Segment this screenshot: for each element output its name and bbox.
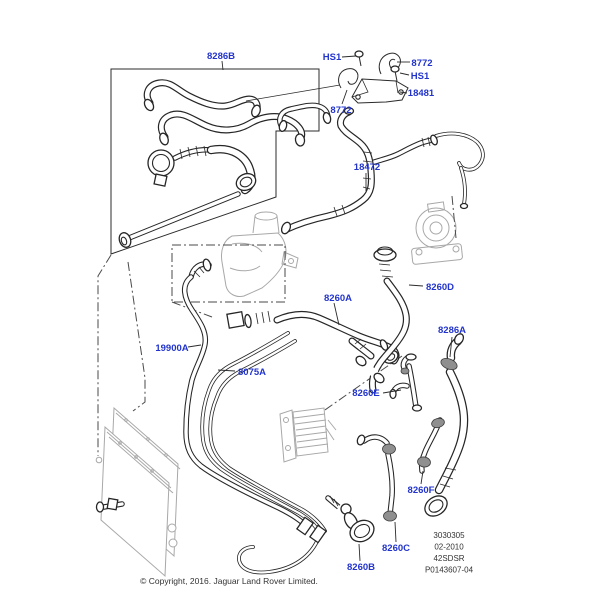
- copyright-text: © Copyright, 2016. Jaguar Land Rover Lim…: [140, 576, 318, 586]
- callout-8260b[interactable]: 8260B: [347, 562, 375, 573]
- callout-hs1-left[interactable]: HS1: [323, 52, 342, 63]
- callout-18481[interactable]: 18481: [408, 88, 435, 99]
- callout-8260e[interactable]: 8260E: [352, 388, 379, 399]
- callout-8260a[interactable]: 8260A: [324, 293, 352, 304]
- callouts: 8286B HS1 8772 HS1 18481 8772 18472 8260…: [155, 51, 466, 573]
- callout-8772-top[interactable]: 8772: [411, 58, 432, 69]
- callout-8286a[interactable]: 8286A: [438, 325, 466, 336]
- callout-hs1-right[interactable]: HS1: [411, 71, 430, 82]
- spring-clip-8772-top: [378, 52, 401, 75]
- callout-8260d[interactable]: 8260D: [426, 282, 454, 293]
- bracket-18481: [351, 78, 409, 104]
- locator-line-left2: [127, 261, 146, 412]
- coolant-manifold-ghost: [221, 211, 299, 297]
- hose-8260f: [417, 417, 445, 471]
- bolt-hs1-left: [354, 50, 364, 67]
- hose-8260a: [226, 311, 400, 366]
- hose-8260d: [372, 246, 406, 390]
- tpiece-8260e: [389, 353, 423, 412]
- bolt-hs1-right: [390, 65, 400, 82]
- upper-radiator-hoses-8286b: [143, 83, 306, 147]
- locator-line-throttle: [451, 195, 457, 239]
- hose-junction: [352, 339, 385, 384]
- pipe-end-stub: [95, 497, 123, 513]
- callout-19900a[interactable]: 19900A: [155, 343, 188, 354]
- callout-8286b[interactable]: 8286B: [207, 51, 235, 62]
- oil-cooler-ghost: [279, 407, 337, 463]
- hose-19900a: [185, 258, 307, 527]
- callout-18472[interactable]: 18472: [354, 162, 380, 173]
- ref-line-2: 02-2010: [434, 543, 464, 552]
- locator-box: [171, 244, 286, 303]
- spring-clip-8772-left: [338, 68, 359, 89]
- throttle-body-ghost: [411, 201, 463, 265]
- callout-8260f[interactable]: 8260F: [408, 485, 435, 496]
- oil-cooler-pipes-8075a: [200, 331, 328, 575]
- locator-dot: [95, 456, 103, 464]
- radiator: [100, 406, 181, 578]
- ref-line-1: 3030305: [433, 531, 465, 540]
- locator-line-left: [97, 254, 112, 456]
- hose-8260c: [356, 434, 397, 522]
- pump-8260b: [328, 496, 375, 543]
- locator-line-oilcooler: [311, 355, 403, 420]
- clip-location-line: [245, 84, 341, 102]
- callout-box-8286b: [110, 68, 320, 255]
- hose-8286a: [424, 333, 465, 517]
- heater-hose-18472: [278, 105, 485, 235]
- callout-8260c[interactable]: 8260C: [382, 543, 410, 554]
- callout-8772-left[interactable]: 8772: [330, 105, 351, 116]
- lower-radiator-hose-assembly: [118, 146, 257, 248]
- ref-line-3: 42SDSR: [433, 554, 464, 563]
- callout-8075a[interactable]: 8075A: [238, 367, 266, 378]
- ref-line-4: P0143607-04: [425, 566, 474, 575]
- ref-block: 3030305 02-2010 42SDSR P0143607-04: [425, 531, 474, 575]
